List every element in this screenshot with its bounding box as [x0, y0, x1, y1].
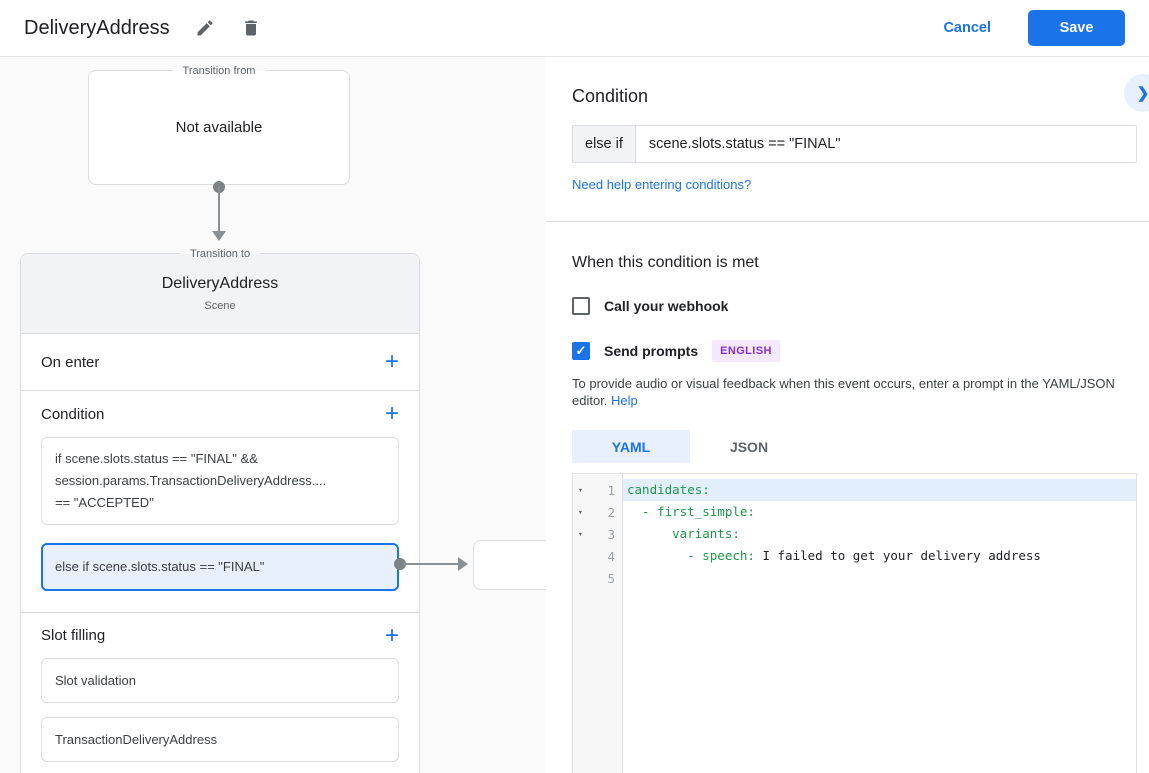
help-link[interactable]: Help [611, 393, 638, 408]
line-number: 4 [607, 548, 615, 564]
code-line[interactable]: candidates: [623, 479, 1136, 501]
webhook-label: Call your webhook [604, 298, 729, 314]
code-line[interactable]: variants: [627, 526, 740, 541]
fold-arrow-icon[interactable]: ▾ [578, 529, 583, 539]
condition-met-title: When this condition is met [572, 254, 759, 271]
trash-icon [244, 20, 257, 36]
connector-arrow-down-icon [212, 231, 226, 241]
transition-to-box: Transition to DeliveryAddress Scene On e… [20, 246, 420, 773]
chevron-right-icon: ❯ [1136, 85, 1149, 102]
delete-icon[interactable] [240, 17, 262, 39]
on-enter-section: On enter + [21, 334, 419, 391]
line-number: 3 [607, 526, 615, 542]
app-bar: DeliveryAddress Cancel Save [0, 0, 1149, 57]
condition-card-line: else if scene.slots.status == "FINAL" [55, 559, 265, 574]
scene-header[interactable]: DeliveryAddress Scene [21, 254, 419, 334]
condition-card[interactable]: if scene.slots.status == "FINAL" && sess… [41, 437, 399, 525]
conditions-help-link[interactable]: Need help entering conditions? [572, 177, 752, 192]
line-number: 2 [607, 504, 615, 520]
save-button[interactable]: Save [1028, 10, 1125, 46]
transition-from-legend: Transition from [172, 63, 266, 79]
send-prompts-row: ✓ Send prompts ENGLISH [572, 340, 1149, 362]
code-line[interactable]: - first_simple: [627, 504, 755, 519]
panel-title: Condition [572, 86, 649, 106]
condition-prefix: else if [573, 126, 636, 162]
description-text: To provide audio or visual feedback when… [572, 376, 1115, 408]
cancel-button[interactable]: Cancel [943, 20, 991, 36]
edit-icon[interactable] [194, 17, 216, 39]
transition-to-legend: Transition to [179, 246, 261, 262]
condition-card-line: == "ACCEPTED" [55, 495, 154, 510]
slot-filling-label: Slot filling [41, 627, 106, 644]
send-prompts-label: Send prompts [604, 343, 699, 359]
editor-code[interactable]: candidates: - first_simple: variants: - … [623, 474, 1136, 773]
webhook-checkbox[interactable]: ✓ [572, 297, 590, 315]
line-number: 1 [607, 482, 615, 498]
gutter-line: 4 [573, 545, 622, 567]
add-slot-button[interactable]: + [384, 621, 399, 649]
line-number: 5 [607, 570, 615, 586]
slot-validation-card[interactable]: Slot validation [41, 658, 399, 703]
transition-out-dot [394, 558, 406, 570]
check-icon: ✓ [575, 343, 587, 358]
gutter-line: ▾2 [573, 501, 622, 523]
collapse-panel-button[interactable]: ❯ [1124, 74, 1149, 112]
format-tabs: YAML JSON [572, 430, 1149, 463]
tab-yaml[interactable]: YAML [572, 430, 690, 463]
add-condition-button[interactable]: + [384, 400, 399, 427]
page-title: DeliveryAddress [24, 16, 170, 39]
language-badge: ENGLISH [712, 340, 780, 362]
pencil-icon [197, 20, 213, 36]
connector-line [218, 187, 220, 232]
fold-arrow-icon[interactable]: ▾ [578, 507, 583, 517]
transition-target-box [473, 540, 546, 590]
transition-out-arrow-icon [458, 557, 468, 571]
add-on-enter-button[interactable]: + [384, 348, 399, 375]
condition-editor-panel: Condition ❯ else if Need help entering c… [546, 57, 1149, 773]
condition-card-line: if scene.slots.status == "FINAL" && [55, 451, 258, 466]
condition-label: Condition [41, 405, 105, 423]
gutter-line: ▾3 [573, 523, 622, 545]
scene-type: Scene [204, 300, 236, 312]
condition-input-row: else if [572, 125, 1137, 163]
transition-out-line [402, 563, 460, 565]
scene-name: DeliveryAddress [161, 275, 279, 292]
send-prompts-checkbox[interactable]: ✓ [572, 342, 590, 360]
slot-card[interactable]: TransactionDeliveryAddress [41, 717, 399, 762]
code-line[interactable] [623, 567, 1136, 589]
code-line[interactable]: - speech: I failed to get your delivery … [627, 548, 1041, 563]
condition-section: Condition + if scene.slots.status == "FI… [21, 391, 419, 613]
prompt-description: To provide audio or visual feedback when… [572, 375, 1129, 409]
condition-input[interactable] [635, 126, 1136, 162]
webhook-row: ✓ Call your webhook [572, 297, 1149, 315]
condition-card-selected[interactable]: else if scene.slots.status == "FINAL" [41, 543, 399, 591]
condition-card-line: session.params.TransactionDeliveryAddres… [55, 473, 327, 488]
slot-filling-section: Slot filling + Slot validation Transacti… [21, 613, 419, 762]
transition-from-value: Not available [175, 119, 263, 136]
scene-canvas: Transition from Not available Transition… [0, 57, 546, 773]
transition-from-box: Transition from Not available [88, 63, 350, 185]
tab-json[interactable]: JSON [729, 438, 769, 455]
on-enter-label: On enter [41, 353, 100, 371]
gutter-line: ▾1 [573, 479, 622, 501]
gutter-line: 5 [573, 567, 622, 589]
fold-arrow-icon[interactable]: ▾ [578, 485, 583, 495]
panel-divider [546, 221, 1149, 222]
